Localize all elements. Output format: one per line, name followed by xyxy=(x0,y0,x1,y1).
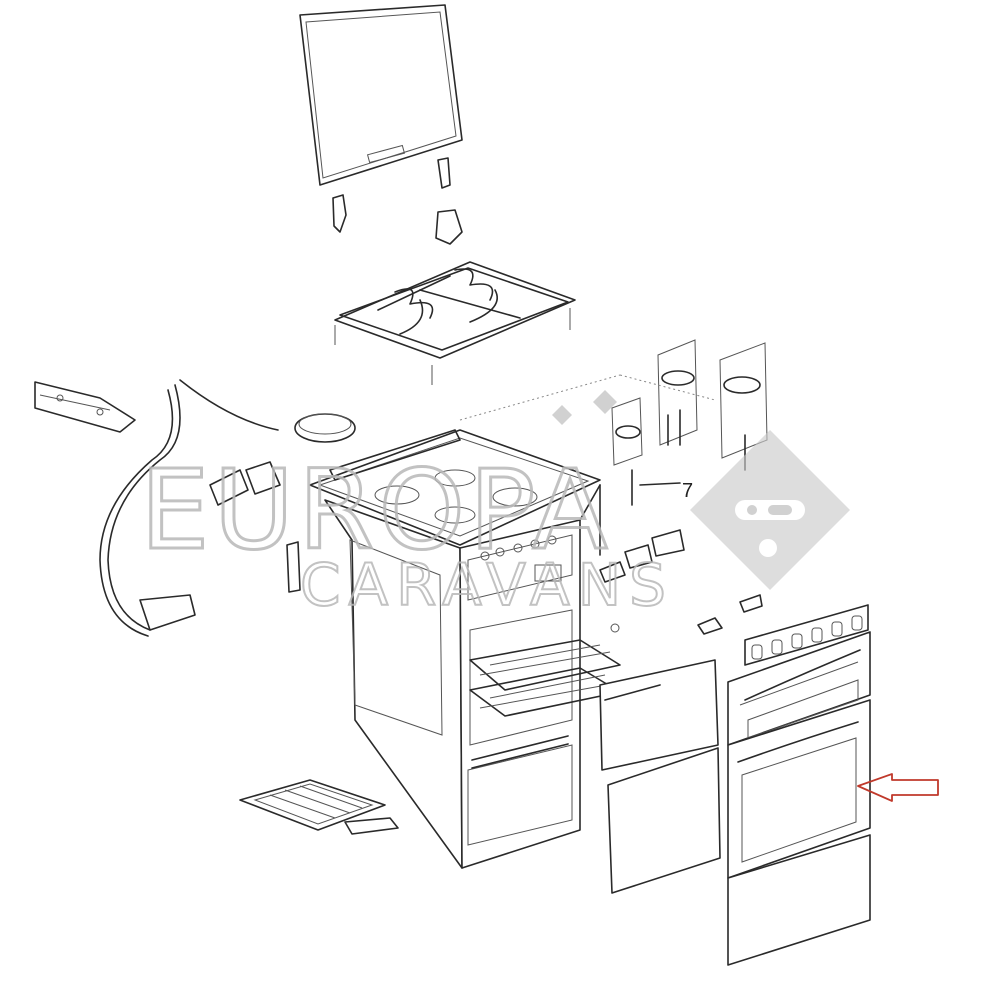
lid-hinge-right xyxy=(435,157,463,245)
gas-taps xyxy=(599,529,763,635)
watermark-logo xyxy=(552,390,850,590)
hob-lid xyxy=(299,4,463,186)
burner-assemblies: 7 xyxy=(459,339,768,506)
main-oven-door xyxy=(727,699,871,879)
gas-hose xyxy=(99,379,279,637)
callout-number: 7 xyxy=(682,480,693,502)
storage-drawer-panel xyxy=(727,834,871,966)
hinge-brackets xyxy=(209,461,301,593)
pan-support xyxy=(334,261,576,385)
control-panel xyxy=(744,604,869,666)
cooker-body xyxy=(309,429,601,869)
grill-pan xyxy=(239,779,399,835)
watermark-line1: EUROPA xyxy=(140,446,612,574)
inner-door-glass xyxy=(599,659,721,894)
top-oven-door xyxy=(727,631,871,746)
arrow-left-icon xyxy=(857,773,939,802)
watermark-line2: CARAVANS xyxy=(300,551,674,619)
rear-panel-bracket xyxy=(34,381,136,433)
lid-hinge-left xyxy=(332,194,347,233)
watermark: EUROPA CARAVANS xyxy=(139,390,850,620)
hotplate xyxy=(294,413,356,443)
